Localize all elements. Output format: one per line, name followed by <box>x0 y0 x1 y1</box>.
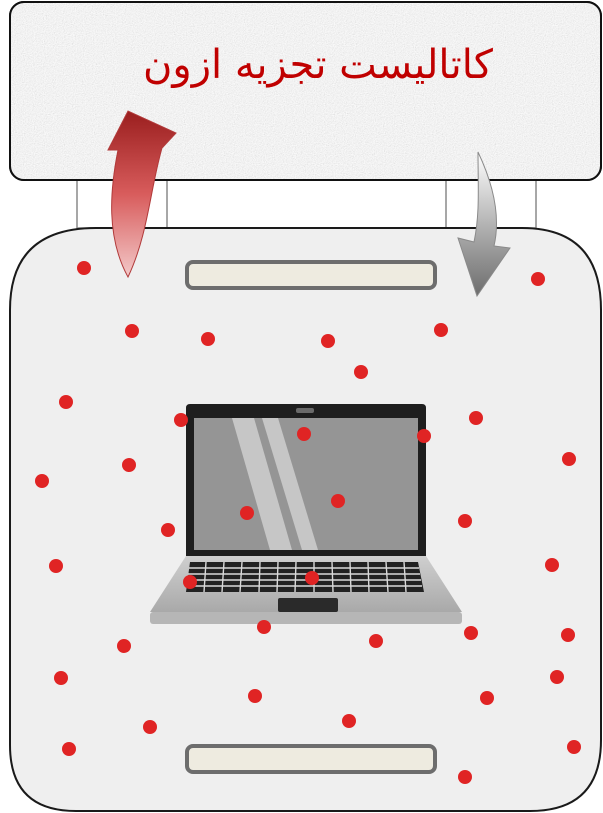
catalyst-title: کاتالیست تجزیه ازون <box>143 42 494 88</box>
vent-slot-bottom <box>187 746 435 772</box>
catalyst-block: کاتالیست تجزیه ازون <box>10 2 601 180</box>
vent-slot-top <box>187 262 435 288</box>
